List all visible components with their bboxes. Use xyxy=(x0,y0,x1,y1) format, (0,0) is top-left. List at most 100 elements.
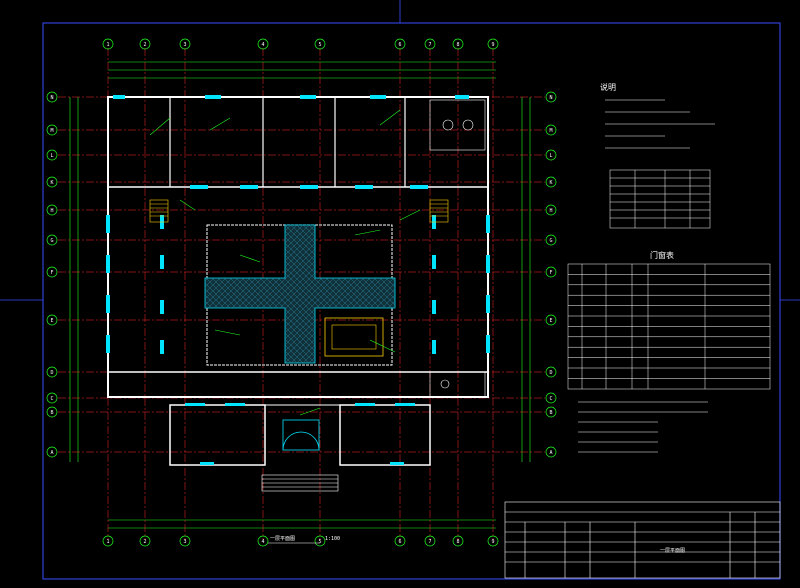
window xyxy=(486,215,490,233)
window xyxy=(486,295,490,313)
axis-bubble xyxy=(545,176,557,188)
axis-bubble-label: 1 xyxy=(106,42,109,48)
plan-caption-text: 一层平面图 xyxy=(270,536,295,542)
axis-bubble-label: G xyxy=(50,238,53,244)
axis-bubble-label: M xyxy=(50,128,53,134)
axis-bubble-label: D xyxy=(50,370,53,376)
axis-bubble-label: 2 xyxy=(143,539,146,545)
axis-bubble xyxy=(545,234,557,246)
window xyxy=(300,185,318,189)
axis-bubble xyxy=(102,535,114,547)
axis-bubble xyxy=(545,204,557,216)
window xyxy=(190,185,208,189)
window xyxy=(160,255,164,269)
axis-bubble xyxy=(545,124,557,136)
axis-bubble xyxy=(452,535,464,547)
paving-hatch xyxy=(205,225,395,363)
window xyxy=(113,95,125,99)
axis-bubble-label: L xyxy=(50,153,53,159)
axis-bubble xyxy=(424,38,436,50)
window xyxy=(370,95,386,99)
general-notes: 说明 xyxy=(600,82,715,149)
window xyxy=(355,403,375,406)
axis-bubble-label: 7 xyxy=(428,539,431,545)
window xyxy=(106,215,110,233)
axis-bubble-label: C xyxy=(549,396,552,402)
axis-bubble xyxy=(46,124,58,136)
axis-bubble xyxy=(139,535,151,547)
axis-bubble xyxy=(46,446,58,458)
window xyxy=(185,403,205,406)
axis-bubble-label: 2 xyxy=(143,42,146,48)
axis-bubble-label: B xyxy=(50,410,53,416)
axis-bubble-label: K xyxy=(50,180,53,186)
axis-bubble xyxy=(545,266,557,278)
axis-bubble xyxy=(314,38,326,50)
window xyxy=(200,462,214,465)
window xyxy=(300,95,316,99)
axis-bubble-label: H xyxy=(50,208,53,214)
axis-bubble xyxy=(46,234,58,246)
door-window-schedule: 门窗表 xyxy=(567,250,771,390)
axis-bubble xyxy=(314,535,326,547)
scale-label: 1:100 xyxy=(325,536,340,542)
axis-bubble xyxy=(257,38,269,50)
notes-title: 说明 xyxy=(600,82,616,92)
axis-bubble-label: G xyxy=(549,238,552,244)
axis-bubble-label: 5 xyxy=(318,539,321,545)
exterior-walls xyxy=(107,96,489,466)
axis-bubble-label: E xyxy=(549,318,552,324)
axis-bubble xyxy=(179,535,191,547)
window xyxy=(240,185,258,189)
axis-bubble-label: 4 xyxy=(261,539,264,545)
annotation-leaders xyxy=(149,109,421,416)
axis-bubble-label: L xyxy=(549,153,552,159)
room-area-table xyxy=(609,169,711,229)
construction-notes xyxy=(578,401,708,453)
entrance-doors xyxy=(282,419,320,451)
axis-bubble-label: E xyxy=(50,318,53,324)
window xyxy=(106,255,110,273)
axis-bubble xyxy=(46,176,58,188)
axis-bubble xyxy=(545,149,557,161)
window xyxy=(225,403,245,406)
axis-bubble xyxy=(46,406,58,418)
axis-bubble xyxy=(46,149,58,161)
window xyxy=(486,255,490,273)
schedule-title: 门窗表 xyxy=(650,250,674,260)
axis-bubble xyxy=(487,535,499,547)
axis-bubble xyxy=(46,204,58,216)
axis-bubble-label: N xyxy=(549,95,552,101)
window xyxy=(432,300,436,314)
top-dimension-lines xyxy=(69,61,531,529)
axis-bubble xyxy=(139,38,151,50)
windows xyxy=(106,95,490,465)
axis-bubble-label: M xyxy=(549,128,552,134)
stairs xyxy=(149,199,449,492)
axis-bubble-label: 4 xyxy=(261,42,264,48)
window xyxy=(106,295,110,313)
plan-caption: 一层平面图 1:100 xyxy=(268,536,340,544)
axis-bubble xyxy=(257,535,269,547)
axis-bubble xyxy=(545,446,557,458)
axis-bubble-label: 3 xyxy=(183,539,186,545)
axis-bubble xyxy=(545,91,557,103)
axis-bubble xyxy=(545,366,557,378)
axis-bubble-label: H xyxy=(549,208,552,214)
sheet-title: 一层平面图 xyxy=(660,548,685,554)
window xyxy=(432,255,436,269)
window xyxy=(205,95,221,99)
restroom-fixtures xyxy=(429,99,486,398)
axis-bubble xyxy=(545,406,557,418)
axis-bubble-label: B xyxy=(549,410,552,416)
axis-bubble xyxy=(46,366,58,378)
axis-bubble xyxy=(487,38,499,50)
axis-bubble-label: F xyxy=(549,270,552,276)
axis-bubble-label: 6 xyxy=(398,539,401,545)
axis-bubble xyxy=(46,314,58,326)
axis-bubble-label: D xyxy=(549,370,552,376)
axis-bubble-label: 8 xyxy=(456,42,459,48)
axis-bubble xyxy=(46,392,58,404)
